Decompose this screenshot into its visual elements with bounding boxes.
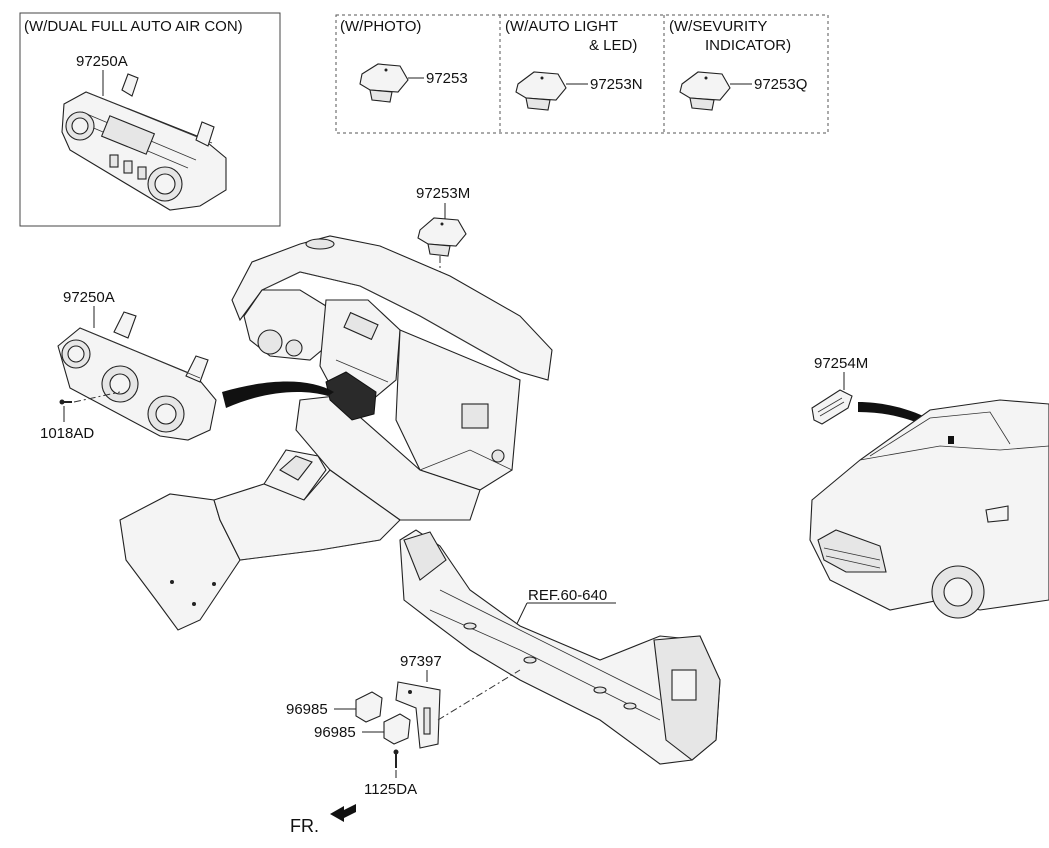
option-boxes: (W/PHOTO) (W/AUTO LIGHT & LED) (W/SEVURI… <box>335 14 829 134</box>
screw-1125DA[interactable] <box>393 749 399 769</box>
dual-aircon-header: (W/DUAL FULL AUTO AIR CON) <box>24 18 243 35</box>
label-ref-60-640[interactable]: REF.60-640 <box>528 587 607 604</box>
front-arrow-icon <box>330 804 356 822</box>
autolight-header-1: (W/AUTO LIGHT <box>505 18 618 35</box>
vehicle <box>809 399 1049 619</box>
sensor-97253Q[interactable] <box>679 71 731 111</box>
install-arrow-console <box>222 381 334 408</box>
label-97250A-top[interactable]: 97250A <box>76 53 128 70</box>
security-header-1: (W/SEVURITY <box>669 18 767 35</box>
photo-header: (W/PHOTO) <box>340 18 421 35</box>
screw-1018AD[interactable] <box>59 399 73 405</box>
clip-96985-lower[interactable] <box>383 713 411 745</box>
label-97253[interactable]: 97253 <box>426 70 468 87</box>
sensor-97254M[interactable] <box>811 389 853 425</box>
bracket-97397[interactable] <box>395 681 441 749</box>
label-96985-lower[interactable]: 96985 <box>314 724 356 741</box>
label-97253M[interactable]: 97253M <box>416 185 470 202</box>
cowl-cross-member <box>399 529 721 765</box>
sensor-97253M[interactable] <box>417 217 467 257</box>
label-1018AD[interactable]: 1018AD <box>40 425 94 442</box>
clip-96985-upper[interactable] <box>355 691 383 723</box>
label-97254M[interactable]: 97254M <box>814 355 868 372</box>
label-96985-upper[interactable]: 96985 <box>286 701 328 718</box>
climate-control-panel[interactable] <box>57 311 217 441</box>
label-97397[interactable]: 97397 <box>400 653 442 670</box>
climate-control-panel-dual[interactable] <box>61 73 227 211</box>
label-1125DA[interactable]: 1125DA <box>364 781 417 798</box>
label-97253Q[interactable]: 97253Q <box>754 76 807 93</box>
label-97253N[interactable]: 97253N <box>590 76 643 93</box>
autolight-header-2: & LED) <box>589 37 637 54</box>
sensor-97253N[interactable] <box>515 71 567 111</box>
security-header-2: INDICATOR) <box>705 37 791 54</box>
install-arrow-windshield <box>858 402 956 442</box>
sensor-97253[interactable] <box>359 63 409 103</box>
label-97250A[interactable]: 97250A <box>63 289 115 306</box>
dual-aircon-box: (W/DUAL FULL AUTO AIR CON) 97250A <box>19 12 281 227</box>
dashboard-assembly <box>119 235 553 631</box>
front-direction-label: FR. <box>290 816 319 836</box>
